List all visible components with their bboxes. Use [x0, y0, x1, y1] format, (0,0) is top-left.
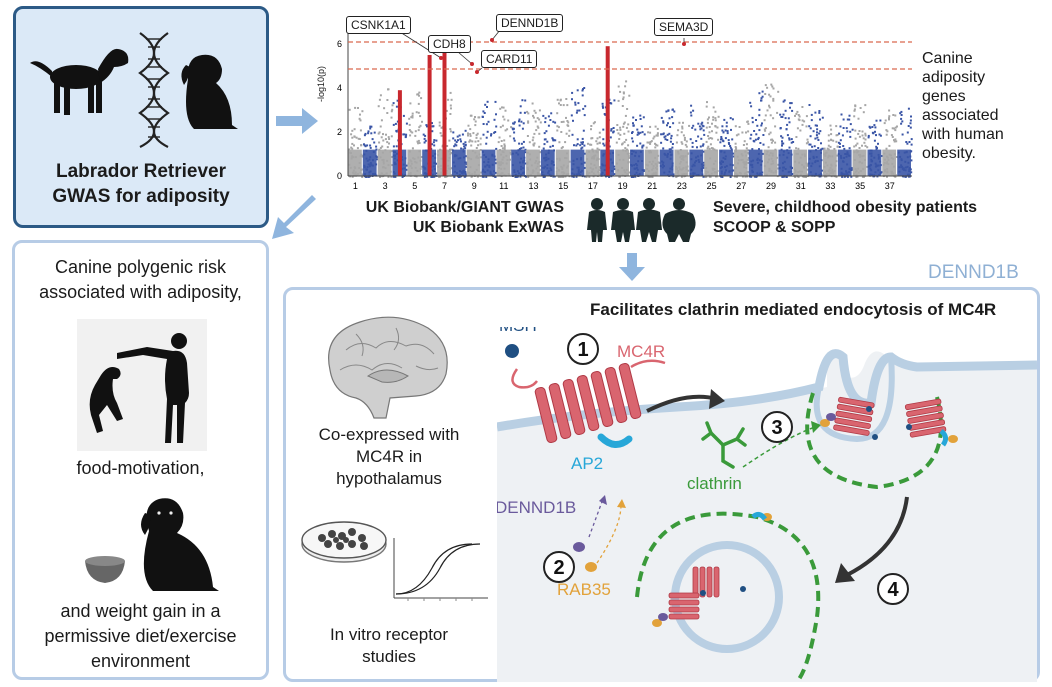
weight-gain-illustration: [85, 498, 219, 591]
arrow-down-icon: [619, 253, 645, 281]
dose-response-curves-icon: [393, 538, 488, 601]
food-motivation-text: food-motivation,: [76, 458, 205, 478]
dennd1b-tag: DENND1B: [928, 262, 1019, 283]
canine-genes-note: Canine adiposity genes associated with h…: [922, 50, 1004, 162]
food-motivation-illustration: [77, 319, 207, 451]
mc4r-receptor-icon: [534, 362, 642, 444]
x-tick-label: 25: [707, 181, 717, 191]
step-2-label: 2: [553, 557, 564, 579]
gene-label-csnk1a1: CSNK1A1: [346, 16, 411, 34]
polygenic-risk-panel: Canine polygenic risk associated with ad…: [12, 240, 269, 680]
mc4r-label: MC4R: [617, 342, 665, 361]
clathrin-label: clathrin: [687, 474, 742, 493]
msh-ligand-icon: [505, 344, 519, 358]
step-4-label: 4: [887, 579, 899, 601]
labrador-and-dna-illustration: [30, 32, 238, 148]
x-tick-label: 23: [677, 181, 687, 191]
step-circles: [543, 333, 909, 605]
polygenic-risk-text: Canine polygenic risk associated with ad…: [39, 257, 242, 302]
x-tick-label: 11: [499, 181, 508, 191]
x-tick-label: 1: [353, 181, 358, 191]
rab35-label: RAB35: [557, 580, 611, 599]
x-tick-label: 21: [647, 181, 657, 191]
fat-dog-icon: [141, 498, 219, 591]
manhattan-ylabel: -log10(p): [316, 65, 326, 102]
gene-label-card11: CARD11: [481, 50, 538, 68]
x-tick-label: 7: [442, 181, 447, 191]
clathrin-coat-vesicle: [635, 511, 821, 682]
weight-gain-text: and weight gain in a permissive diet/exe…: [44, 601, 237, 671]
x-tick-label: 37: [885, 181, 895, 191]
y-tick-label: 6: [337, 39, 342, 49]
y-tick-label: 0: [337, 171, 342, 181]
brain-icon: [328, 316, 448, 419]
petri-dish-icon: [301, 521, 387, 563]
people-silhouettes-icon: [587, 198, 696, 242]
dna-helix-icon: [138, 32, 170, 148]
y-tick-label: 4: [337, 83, 342, 93]
ap2-icon: [597, 433, 633, 448]
x-tick-label: 15: [558, 181, 568, 191]
clathrin-triskelion-icon: [701, 421, 747, 469]
human-gwas-text: UK Biobank/GIANT GWAS UK Biobank ExWAS: [365, 199, 564, 236]
study-title: Labrador Retriever GWAS for adiposity: [52, 161, 230, 207]
x-tick-label: 33: [825, 181, 835, 191]
sitting-dog-icon: [181, 54, 238, 129]
x-tick-label: 19: [618, 181, 628, 191]
x-tick-label: 13: [528, 181, 538, 191]
x-tick-label: 31: [796, 181, 806, 191]
y-tick-label: 2: [337, 127, 342, 137]
dennd1b-label: DENND1B: [497, 498, 576, 517]
rab35-protein-icon: [585, 562, 597, 572]
food-bowl-icon: [85, 556, 125, 583]
x-tick-label: 3: [383, 181, 388, 191]
arrow-down-left-icon: [272, 195, 316, 239]
arrow-right-icon: [276, 108, 318, 134]
ap2-label: AP2: [571, 454, 603, 473]
dennd1b-panel: Facilitates clathrin mediated endocytosi…: [283, 287, 1040, 682]
standing-dog-icon: [30, 48, 129, 115]
brain-caption: Co-expressed with MC4R in hypothalamus: [318, 425, 460, 488]
msh-label: MSH: [499, 327, 537, 335]
gene-label-dennd1b: DENND1B: [496, 14, 564, 32]
step-3-label: 3: [771, 417, 782, 439]
x-tick-label: 35: [855, 181, 865, 191]
step-1-label: 1: [577, 339, 588, 361]
clathrin-coat: [805, 392, 943, 490]
x-tick-label: 5: [412, 181, 417, 191]
in-vitro-caption: In vitro receptor studies: [329, 625, 449, 666]
dennd1b-protein-icon: [573, 542, 585, 552]
x-tick-label: 27: [736, 181, 746, 191]
x-tick-label: 17: [588, 181, 598, 191]
x-tick-label: 9: [472, 181, 477, 191]
x-tick-label: 29: [766, 181, 776, 191]
study-box: Labrador Retriever GWAS for adiposity: [13, 6, 269, 228]
gene-label-cdh8: CDH8: [428, 35, 471, 53]
dennd1b-heading: Facilitates clathrin mediated endocytosi…: [590, 300, 997, 319]
patients-text: Severe, childhood obesity patients SCOOP…: [713, 199, 978, 236]
gene-label-sema3d: SEMA3D: [654, 18, 714, 36]
endocytosis-diagram: 1 2 3 4 MSH MC4R AP2 DENND1B RAB35 clath…: [497, 327, 1037, 682]
